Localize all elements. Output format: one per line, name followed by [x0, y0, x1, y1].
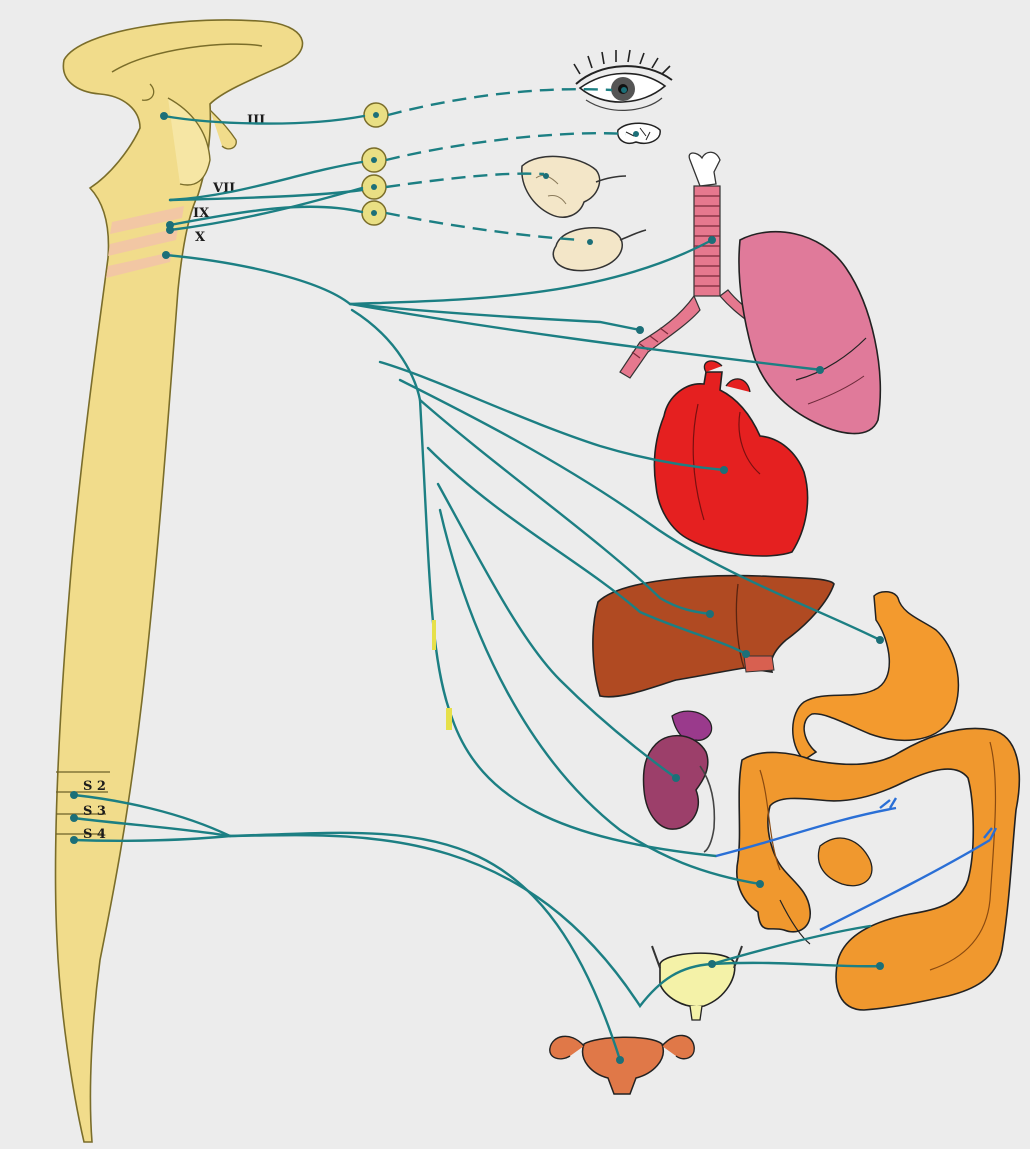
stomach-icon — [793, 592, 959, 760]
lacrimal-gland-icon — [618, 123, 660, 143]
ganglia — [362, 103, 388, 225]
bladder-icon — [652, 946, 742, 1020]
spinal-cord — [55, 20, 302, 1142]
nerve-marker — [432, 620, 436, 650]
parotid-gland-icon — [522, 156, 626, 217]
eye-icon — [574, 50, 672, 110]
nerve-marker — [446, 708, 452, 730]
liver-icon — [593, 576, 834, 697]
uterus-icon — [550, 1035, 694, 1094]
label-cn-iii: III — [247, 113, 265, 128]
preganglionic-dashed-fibres — [386, 89, 626, 240]
submandibular-gland-icon — [553, 228, 646, 271]
label-s2: S 2 — [83, 779, 106, 794]
lungs-icon — [739, 232, 880, 434]
kidney-icon — [644, 711, 715, 852]
label-cn-x: X — [195, 230, 206, 245]
label-s3: S 3 — [83, 804, 106, 819]
